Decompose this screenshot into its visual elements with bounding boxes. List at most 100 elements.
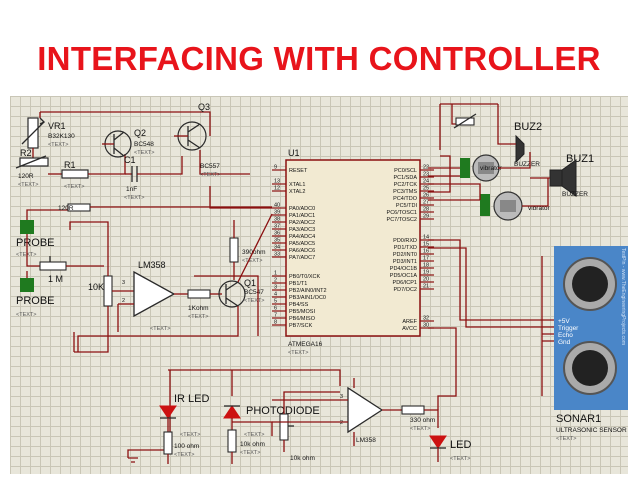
c1-value: 1nF bbox=[126, 186, 137, 193]
vr1-text: <TEXT> bbox=[48, 142, 68, 148]
mcu-left-pin-name: PB7/SCK bbox=[289, 323, 313, 329]
q2-text: <TEXT> bbox=[134, 150, 154, 156]
mcu-right-pin-name: PD1/TXD bbox=[394, 245, 417, 251]
mcu-left-pin-number: 33 bbox=[274, 252, 280, 258]
r330-text: <TEXT> bbox=[410, 426, 430, 432]
mcu-right-pin-name: PD5/OC1A bbox=[390, 273, 418, 279]
mcu-left-pin-name: PB2/AIN0/INT2 bbox=[289, 288, 327, 294]
mcu-right-pin-name: PD2/INT0 bbox=[393, 252, 417, 258]
schematic-diagram: VR1 B32K130 <TEXT> R2 120R <TEXT> R1 <TE… bbox=[15, 102, 628, 464]
mcu-left-pin-name: XTAL2 bbox=[289, 189, 305, 195]
mcu-right-pin-number: 14 bbox=[423, 235, 429, 241]
svg-text:2: 2 bbox=[340, 420, 343, 426]
mcu-right-pin-name: PD3/INT1 bbox=[393, 259, 417, 265]
buz2-ref: BUZ2 bbox=[514, 121, 542, 133]
sonar-watermark: TestPin - www.TheEngineeringProjects.com bbox=[620, 248, 626, 345]
sonar-section: TestPin - www.TheEngineeringProjects.com… bbox=[428, 239, 628, 442]
led-ref: LED bbox=[450, 439, 471, 451]
c1-text: <TEXT> bbox=[124, 195, 144, 201]
mcu-left-pin-name: PB0/T0/XCK bbox=[289, 274, 321, 280]
buz2-value: BUZZER bbox=[514, 161, 540, 168]
r390-text: <TEXT> bbox=[242, 258, 262, 264]
mcu-left-pin-number: 12 bbox=[274, 186, 280, 192]
mcu-left-pin-number: 5 bbox=[274, 299, 277, 305]
r100-body bbox=[163, 431, 173, 455]
r2-value: 120R bbox=[18, 173, 34, 180]
r2-body bbox=[19, 157, 49, 167]
mcu-right-pin-name: PC3/TMS bbox=[393, 189, 417, 195]
sonar-ref: SONAR1 bbox=[556, 413, 601, 425]
sonar-pin-trigger: Trigger bbox=[558, 325, 579, 332]
r100-value: 100 ohm bbox=[174, 443, 199, 450]
u1-body bbox=[285, 159, 421, 337]
probe1-terminal bbox=[20, 220, 34, 234]
probe-section: PROBE <TEXT> PROBE <TEXT> 120R 1 M 10K L… bbox=[16, 203, 273, 353]
lm358a-text: <TEXT> bbox=[150, 326, 170, 332]
q1-symbol bbox=[218, 280, 246, 308]
rtop-value: 120R bbox=[58, 205, 74, 212]
r10k-value: 10K bbox=[88, 282, 104, 292]
irled-text: <TEXT> bbox=[180, 432, 200, 438]
q3-ref: Q3 bbox=[198, 102, 210, 112]
r10k2-body bbox=[227, 429, 237, 453]
led-text: <TEXT> bbox=[450, 456, 470, 462]
mcu-right-pin-name: PC1/SDA bbox=[393, 175, 417, 181]
mcu-right-pin-number: 18 bbox=[423, 263, 429, 269]
vr1-value: B32K130 bbox=[48, 133, 75, 140]
mcu-left-pin-name: PB1/T1 bbox=[289, 281, 307, 287]
mcu-right-pin-name: PC4/TDO bbox=[393, 196, 418, 202]
r1m-body bbox=[39, 261, 67, 271]
ir-section: IR LED <TEXT> 100 ohm <TEXT> PHOTODIODE … bbox=[127, 327, 471, 464]
mcu-right-pin-name: PD6/ICP1 bbox=[393, 280, 417, 286]
mcu-left-pin-number: 39 bbox=[274, 210, 280, 216]
mcu-right-pin-number: 22 bbox=[423, 165, 429, 171]
lm358b-ref: LM358 bbox=[356, 437, 376, 444]
mcu-left-pin-number: 2 bbox=[274, 278, 277, 284]
photodiode-text: <TEXT> bbox=[244, 432, 264, 438]
irled-symbol bbox=[159, 405, 177, 419]
r2-ref: R2 bbox=[20, 148, 32, 158]
probe1-label: PROBE bbox=[16, 237, 55, 249]
vib1-value: vibrator bbox=[480, 165, 503, 172]
sonar-value: ULTRASONIC SENSOR bbox=[556, 427, 627, 434]
probe2-terminal bbox=[20, 278, 34, 292]
mcu-left-pin-number: 35 bbox=[274, 238, 280, 244]
mcu-left-pin-number: 40 bbox=[274, 203, 280, 209]
mcu-right-pins: 22PC0/SCL23PC1/SDA24PC2/TCK25PC3/TMS26PC… bbox=[387, 165, 434, 332]
q1-ref: Q1 bbox=[244, 278, 256, 288]
buz1-symbol bbox=[549, 159, 577, 197]
mcu-left-pin-name: PA2/ADC2 bbox=[289, 220, 315, 226]
r10k3-value: 10k ohm bbox=[290, 455, 315, 462]
mcu-left-pin-name: PA5/ADC5 bbox=[289, 241, 315, 247]
mcu-right-pin-name: AVCC bbox=[402, 326, 417, 332]
page-title: INTERFACING WITH CONTROLLER bbox=[37, 40, 601, 77]
mcu-right-pin-number: 20 bbox=[423, 277, 429, 283]
schematic-sheet: VR1 B32K130 <TEXT> R2 120R <TEXT> R1 <TE… bbox=[10, 96, 628, 474]
r1-body bbox=[61, 169, 89, 179]
mcu-left-pin-number: 7 bbox=[274, 313, 277, 319]
mcu-right-pin-name: AREF bbox=[402, 319, 417, 325]
mcu-left-pin-number: 37 bbox=[274, 224, 280, 230]
u1-ref: U1 bbox=[288, 148, 300, 158]
output-section: BUZ2 BUZZER vibrator BUZ1 BUZZER vibrato… bbox=[428, 103, 594, 221]
r390-value: 390ohm bbox=[242, 249, 266, 256]
q3-value: BC557 bbox=[200, 163, 220, 170]
oscillator-section: VR1 B32K130 <TEXT> R2 120R <TEXT> R1 <TE… bbox=[15, 102, 272, 209]
mcu-left-pin-name: PA6/ADC6 bbox=[289, 248, 315, 254]
sonar-pin-echo: Echo bbox=[558, 332, 573, 339]
irled-ref: IR LED bbox=[174, 393, 210, 405]
mcu-left-pin-number: 8 bbox=[274, 320, 277, 326]
u1-text: <TEXT> bbox=[288, 350, 308, 356]
probe2-label: PROBE bbox=[16, 295, 55, 307]
mcu-right-pin-name: PD0/RXD bbox=[393, 238, 417, 244]
mcu-left-pin-number: 34 bbox=[274, 245, 280, 251]
buz1-value: BUZZER bbox=[562, 191, 588, 198]
r2-text: <TEXT> bbox=[18, 182, 38, 188]
mcu-right-pin-name: PD4/OC1B bbox=[390, 266, 418, 272]
photodiode-symbol bbox=[223, 405, 241, 419]
lm358b-symbol bbox=[347, 386, 384, 434]
svg-text:3: 3 bbox=[340, 394, 343, 400]
mcu-right-pin-number: 21 bbox=[423, 284, 429, 290]
probe1-text: <TEXT> bbox=[16, 252, 36, 258]
mcu-right-pin-name: PC5/TDI bbox=[396, 203, 418, 209]
